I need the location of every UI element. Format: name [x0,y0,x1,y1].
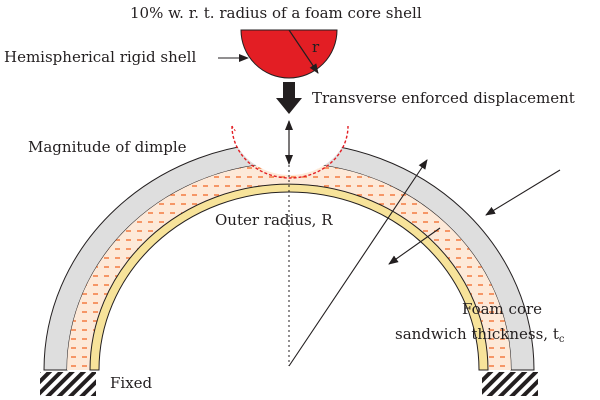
outer-radius-arrow [288,159,428,367]
inner-face-sheet [89,183,489,371]
indenter-radius-arrow [288,29,319,74]
face-sheet-leader [485,169,561,216]
fixed-label: Fixed [110,374,153,392]
indenter-radius-label: r [312,38,320,56]
foam-core-label: Foam core [462,300,543,318]
outer-radius-label: Outer radius, R [215,211,333,229]
thickness-label-subscript: c [558,334,565,345]
push-arrow-icon [276,82,302,114]
displacement-label: Transverse enforced displacement [312,89,575,107]
dimple-edge-left [231,125,237,133]
thickness-label-main: sandwich thickness, t [395,325,559,343]
dimple-outline [231,125,349,179]
fixed-support-right-icon [482,372,538,396]
dimple-label: Magnitude of dimple [28,138,187,156]
thickness-label: sandwich thickness, tc [395,325,564,349]
foam-core-layer [67,163,511,370]
foam-core-leader [388,227,441,265]
top-note-label: 10% w. r. t. radius of a foam core shell [130,4,422,22]
fixed-support-left-icon [40,372,96,396]
indenter-label: Hemispherical rigid shell [4,48,197,66]
hemispherical-rigid-shell [240,29,338,79]
